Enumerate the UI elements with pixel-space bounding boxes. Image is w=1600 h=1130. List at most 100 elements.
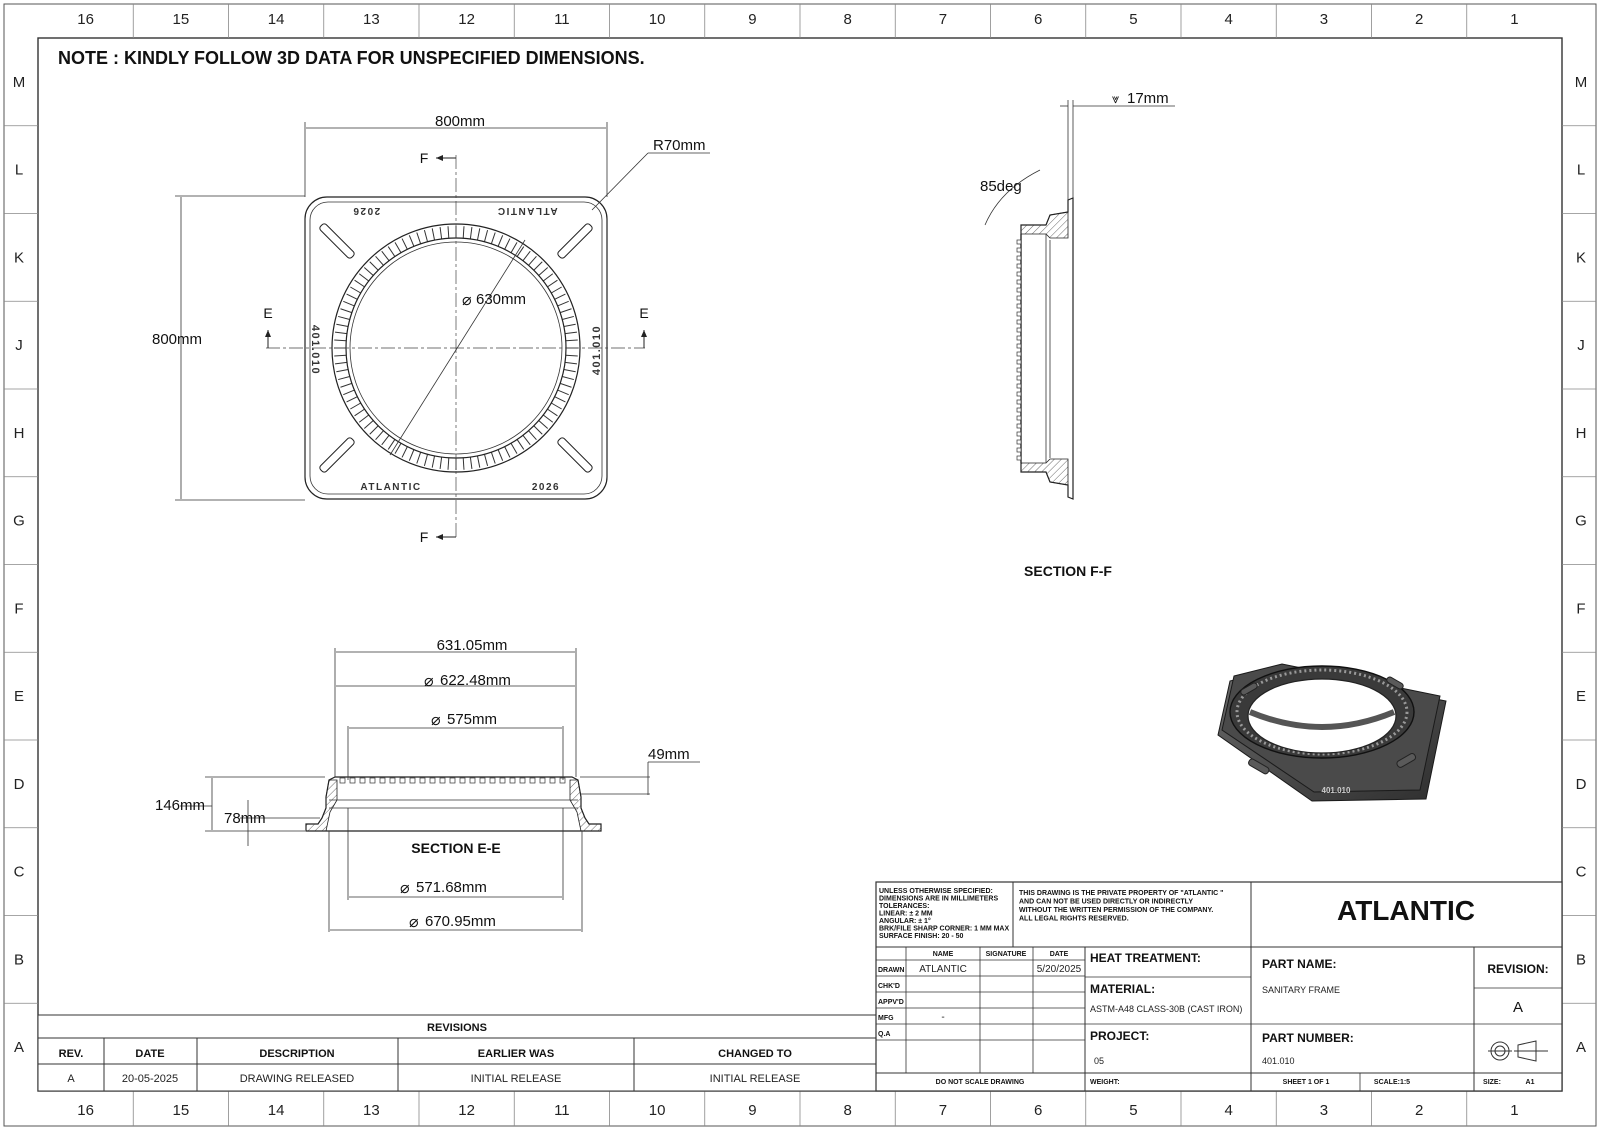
dim-631: 631.05mm xyxy=(437,637,508,654)
zone-col-label: 12 xyxy=(458,1102,475,1119)
diameter-symbol-icon: ⌀ xyxy=(431,712,441,729)
zone-row-label: F xyxy=(14,600,23,617)
part-name-label: PART NAME: xyxy=(1262,957,1336,971)
zone-col-label: 10 xyxy=(649,1102,666,1119)
rev-cell-rev: A xyxy=(67,1073,75,1085)
tolerance-note-line: TOLERANCES: xyxy=(879,903,929,910)
revisions-title: REVISIONS xyxy=(427,1022,487,1034)
rev-cell-description: DRAWING RELEASED xyxy=(240,1073,355,1085)
section-ff-title: SECTION F-F xyxy=(1024,563,1112,579)
zone-col-label: 15 xyxy=(173,11,190,28)
zone-col-label: 3 xyxy=(1320,11,1328,28)
zone-col-label: 4 xyxy=(1224,1102,1232,1119)
dim-diameter-630: 630mm xyxy=(476,291,526,308)
drawn-name: ATLANTIC xyxy=(919,964,967,975)
zone-row-label: A xyxy=(1576,1039,1586,1056)
zone-row-label: F xyxy=(1576,600,1585,617)
diameter-symbol-icon: ⌀ xyxy=(462,292,472,309)
zone-row-label: G xyxy=(13,513,25,530)
marking-part-left: 401.010 xyxy=(309,325,321,375)
zone-col-label: 16 xyxy=(77,1102,94,1119)
property-notice-line: WITHOUT THE WRITTEN PERMISSION OF THE CO… xyxy=(1019,907,1213,914)
sign-header-date: DATE xyxy=(1050,951,1069,958)
zone-col-label: 2 xyxy=(1415,1102,1423,1119)
zone-col-label: 6 xyxy=(1034,1102,1042,1119)
section-ff-teeth xyxy=(1016,239,1022,461)
zone-col-label: 9 xyxy=(748,1102,756,1119)
section-ee-view: 631.05mm ⌀ 622.48mm ⌀ 575mm ⌀ 571.68mm ⌀… xyxy=(155,637,700,932)
rev-header-earlier: EARLIER WAS xyxy=(478,1048,554,1060)
zone-row-label: L xyxy=(15,162,23,179)
dim-width-800: 800mm xyxy=(435,113,485,130)
zone-labels: 1616151514141313121211111010998877665544… xyxy=(13,11,1588,1119)
tolerance-note-line: ANGULAR: ± 1° xyxy=(879,917,931,925)
rev-header-changed: CHANGED TO xyxy=(718,1048,792,1060)
diameter-symbol-icon: ⌀ xyxy=(400,880,410,897)
part-name-value: SANITARY FRAME xyxy=(1262,985,1340,995)
rev-header-rev: REV. xyxy=(59,1048,84,1060)
zone-col-label: 9 xyxy=(748,11,756,28)
iso-ring-teeth xyxy=(1235,668,1409,756)
rev-cell-date: 20-05-2025 xyxy=(122,1073,178,1085)
zone-col-label: 16 xyxy=(77,11,94,28)
zone-row-label: D xyxy=(1576,776,1587,793)
section-ff-view: ⩔ 17mm 85deg SECTION F-F xyxy=(980,90,1175,579)
diameter-symbol-icon: ⌀ xyxy=(424,673,434,690)
scale-info: SCALE:1:5 xyxy=(1374,1079,1410,1086)
dim-dia-575: 575mm xyxy=(447,711,497,728)
part-number-label: PART NUMBER: xyxy=(1262,1031,1354,1045)
dim-rim-49: 49mm xyxy=(648,746,690,763)
section-ee-title: SECTION E-E xyxy=(411,840,500,856)
dim-height-800: 800mm xyxy=(152,331,202,348)
sign-header-name: NAME xyxy=(933,951,954,958)
dim-radius-70: R70mm xyxy=(653,137,706,154)
dim-angle-85: 85deg xyxy=(980,178,1022,195)
size-label: SIZE: xyxy=(1483,1079,1501,1086)
rev-header-date: DATE xyxy=(135,1048,164,1060)
zone-col-label: 1 xyxy=(1510,1102,1518,1119)
section-ff-hatch-bottom xyxy=(1020,458,1069,486)
revision-label: REVISION: xyxy=(1487,962,1548,976)
zone-col-label: 4 xyxy=(1224,11,1232,28)
zone-col-label: 2 xyxy=(1415,11,1423,28)
project-label: PROJECT: xyxy=(1090,1029,1149,1043)
role-qa: Q.A xyxy=(878,1031,890,1038)
zone-row-label: B xyxy=(14,951,24,968)
zone-row-label: B xyxy=(1576,951,1586,968)
tolerance-note-line: UNLESS OTHERWISE SPECIFIED: xyxy=(879,888,993,895)
zone-row-label: G xyxy=(1575,513,1587,530)
projection-symbol-icon xyxy=(1488,1040,1548,1062)
iso-ring-inner xyxy=(1247,678,1397,754)
zone-row-label: H xyxy=(14,425,25,442)
corner-ribs xyxy=(319,223,593,473)
title-block: UNLESS OTHERWISE SPECIFIED:DIMENSIONS AR… xyxy=(875,881,1563,1092)
material-value: ASTM-A48 CLASS-30B (CAST IRON) xyxy=(1090,1004,1242,1014)
zone-col-label: 3 xyxy=(1320,1102,1328,1119)
zone-row-label: J xyxy=(15,337,23,354)
zone-row-label: K xyxy=(14,249,24,266)
zone-col-label: 5 xyxy=(1129,1102,1137,1119)
zone-col-label: 6 xyxy=(1034,11,1042,28)
zone-row-label: H xyxy=(1576,425,1587,442)
section-ff-profile xyxy=(1020,197,1074,500)
zone-col-label: 5 xyxy=(1129,11,1137,28)
revision-value: A xyxy=(1513,999,1523,1016)
rev-cell-changed: INITIAL RELEASE xyxy=(710,1073,801,1085)
section-marker-e-left: E xyxy=(263,305,272,321)
do-not-scale: DO NOT SCALE DRAWING xyxy=(936,1079,1025,1086)
zone-col-label: 1 xyxy=(1510,11,1518,28)
section-marker-f-bottom: F xyxy=(420,529,429,545)
role-approved: APPV'D xyxy=(878,999,904,1006)
marking-2026-bottom: 2026 xyxy=(532,482,560,493)
dim-thickness-17: 17mm xyxy=(1127,90,1169,107)
zone-row-label: M xyxy=(13,74,26,91)
role-mfg: MFG xyxy=(878,1015,894,1022)
rev-header-description: DESCRIPTION xyxy=(259,1048,334,1060)
zone-row-label: J xyxy=(1577,337,1585,354)
tolerance-notes: UNLESS OTHERWISE SPECIFIED:DIMENSIONS AR… xyxy=(879,888,1009,940)
zone-col-label: 12 xyxy=(458,11,475,28)
diameter-symbol-icon: ⌀ xyxy=(409,914,419,931)
property-notice-line: THIS DRAWING IS THE PRIVATE PROPERTY OF … xyxy=(1019,890,1223,897)
section-ee-teeth xyxy=(339,777,566,784)
